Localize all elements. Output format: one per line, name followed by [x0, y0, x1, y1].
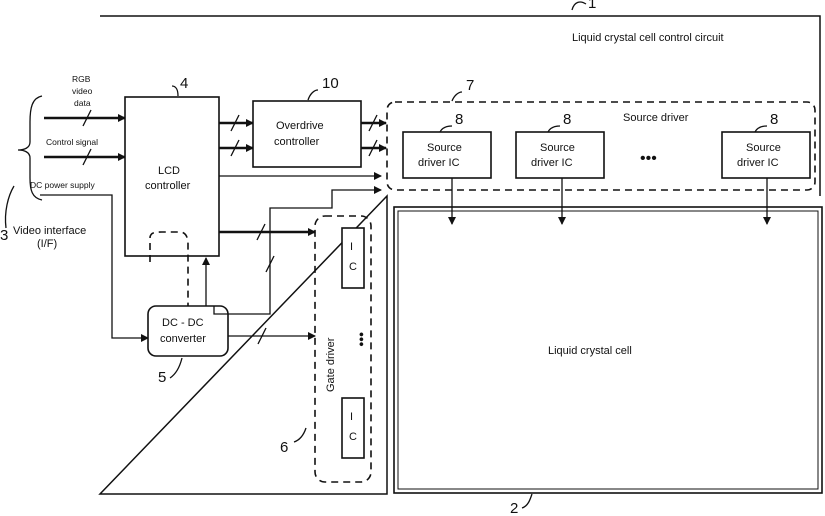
ref-10: 10 — [322, 75, 339, 92]
rgb-label-2: video — [72, 86, 93, 96]
leader-7 — [452, 92, 462, 101]
interface-label-line1: Video interface — [13, 225, 86, 237]
source-driver-label: Source driver — [623, 112, 689, 124]
dcdc-label-1: DC - DC — [162, 317, 204, 329]
gate-ic-bottom-label-2: C — [349, 431, 357, 443]
ref-8-b: 8 — [563, 111, 571, 128]
control-signal-label: Control signal — [46, 137, 98, 147]
source-driver-ic-3 — [722, 132, 810, 178]
source-ic-1-label-2: driver IC — [418, 157, 460, 169]
leader-8-b — [548, 126, 560, 132]
leader-6 — [294, 428, 306, 442]
gate-ic-bottom-label-1: I — [350, 411, 353, 423]
overdrive-controller — [253, 101, 361, 167]
ref-2: 2 — [510, 500, 518, 516]
overdrive-label-1: Overdrive — [276, 120, 324, 132]
gate-ellipsis: ••• — [354, 332, 370, 347]
ref-6: 6 — [280, 439, 288, 456]
gate-ic-bottom — [342, 398, 364, 458]
gate-driver-label: Gate driver — [325, 337, 337, 392]
control-circuit-title: Liquid crystal cell control circuit — [572, 32, 724, 44]
ref-8-a: 8 — [455, 111, 463, 128]
leader-10 — [308, 90, 318, 100]
source-ic-3-label-1: Source — [746, 142, 781, 154]
leader-5 — [170, 358, 182, 378]
interface-label-line2: (I/F) — [37, 238, 57, 250]
leader-3 — [5, 186, 14, 228]
source-driver-ic-1 — [403, 132, 491, 178]
dcdc-label-2: converter — [160, 333, 206, 345]
leader-2 — [522, 494, 532, 508]
gate-ic-top-label-1: I — [350, 241, 353, 253]
dc-power-label: DC power supply — [30, 180, 95, 190]
ref-8-c: 8 — [770, 111, 778, 128]
ref-4: 4 — [180, 75, 188, 92]
source-ellipsis: ••• — [640, 150, 657, 167]
lcd-controller-label-1: LCD — [158, 165, 180, 177]
leader-4 — [172, 86, 178, 96]
leader-8-a — [440, 126, 452, 132]
rgb-label-3: data — [74, 98, 91, 108]
source-ic-2-label-1: Source — [540, 142, 575, 154]
leader-1 — [572, 2, 586, 10]
rgb-label-1: RGB — [72, 74, 91, 84]
source-ic-1-label-1: Source — [427, 142, 462, 154]
source-ic-3-label-2: driver IC — [737, 157, 779, 169]
source-ic-2-label-2: driver IC — [531, 157, 573, 169]
source-driver-ic-2 — [516, 132, 604, 178]
ref-3: 3 — [0, 227, 8, 244]
ref-5: 5 — [158, 369, 166, 386]
gate-ic-top-label-2: C — [349, 261, 357, 273]
lcd-controller-label-2: controller — [145, 180, 191, 192]
leader-8-c — [755, 126, 767, 132]
liquid-crystal-cell-label: Liquid crystal cell — [548, 345, 632, 357]
ref-1: 1 — [588, 0, 596, 12]
overdrive-label-2: controller — [274, 136, 320, 148]
gate-ic-top — [342, 228, 364, 288]
ref-7: 7 — [466, 77, 474, 94]
